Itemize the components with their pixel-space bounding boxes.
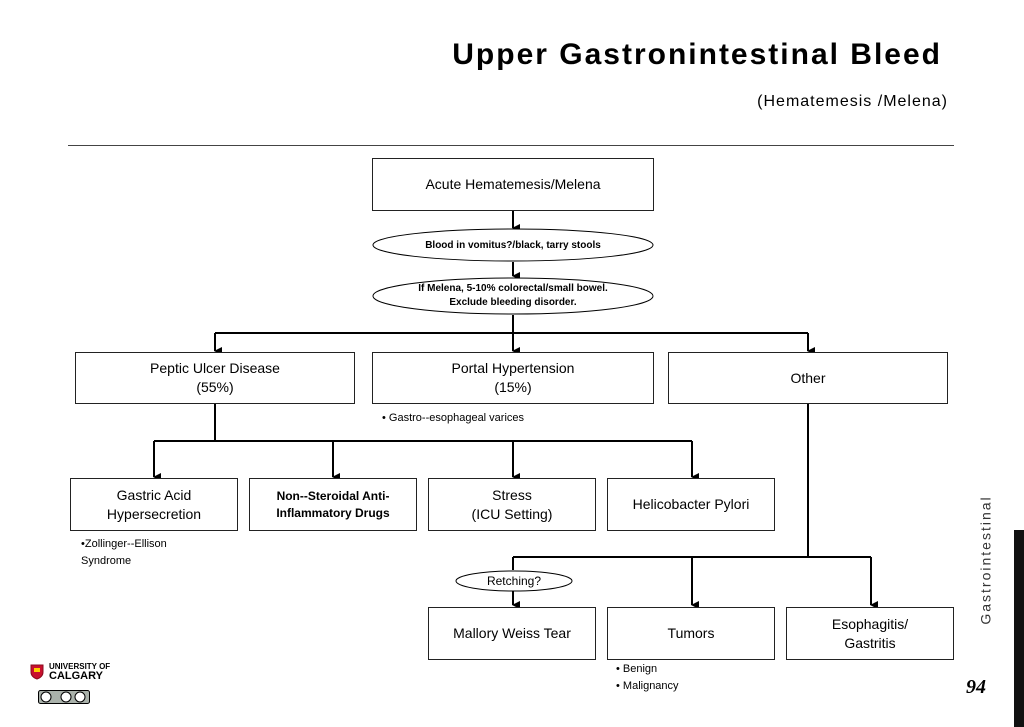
melena-check-line1: If Melena, 5-10% colorectal/small bowel. <box>418 283 608 294</box>
tumors-note-line2: • Malignancy <box>616 680 679 692</box>
mallory-weiss-label: Mallory Weiss Tear <box>453 625 571 642</box>
shield-icon <box>30 664 44 680</box>
nsaid-node: Non--Steroidal Anti- Inflammatory Drugs <box>249 478 417 531</box>
stress-node: Stress (ICU Setting) <box>428 478 596 531</box>
peptic-ulcer-node: Peptic Ulcer Disease (55%) <box>75 352 355 404</box>
oval-shape <box>455 570 573 592</box>
esophagitis-node: Esophagitis/ Gastritis <box>786 607 954 660</box>
stress-line1: Stress <box>492 486 532 503</box>
logo-line1: UNIVERSITY OF <box>49 662 111 671</box>
portal-hypertension-line2: (15%) <box>494 379 532 395</box>
retching-oval: Retching? <box>455 570 573 592</box>
title-divider <box>68 145 954 146</box>
h-pylori-node: Helicobacter Pylori <box>607 478 775 531</box>
root-node: Acute Hematemesis/Melena <box>372 158 654 211</box>
gastric-acid-note-line1: •Zollinger--Ellison <box>81 538 167 550</box>
page-subtitle: (Hematemesis /Melena) <box>757 93 948 110</box>
gastric-acid-node: Gastric Acid Hypersecretion <box>70 478 238 531</box>
esophagitis-line2: Gastritis <box>844 634 896 651</box>
blood-check-oval: Blood in vomitus?/black, tarry stools <box>372 228 654 262</box>
stress-line2: (ICU Setting) <box>471 505 553 522</box>
section-label: Gastrointestinal <box>975 470 997 650</box>
peptic-ulcer-line2: (55%) <box>196 379 234 395</box>
page-number: 94 <box>966 676 986 698</box>
oval-shape <box>372 277 654 315</box>
logo-text: UNIVERSITY OF CALGARY <box>49 662 110 682</box>
gastric-acid-line2: Hypersecretion <box>106 505 202 522</box>
gastric-acid-note-line2: Syndrome <box>81 555 132 567</box>
melena-check-oval: If Melena, 5-10% colorectal/small bowel.… <box>372 277 654 315</box>
tumors-label: Tumors <box>667 625 715 642</box>
portal-hypertension-node: Portal Hypertension (15%) <box>372 352 654 404</box>
logo-line2: CALGARY <box>49 670 103 682</box>
peptic-ulcer-line1: Peptic Ulcer Disease <box>150 360 280 377</box>
section-bar <box>1014 530 1024 727</box>
creative-commons-icon <box>38 690 90 704</box>
nsaid-line1: Non--Steroidal Anti- <box>276 489 390 504</box>
page-title: Upper Gastronintestinal Bleed <box>452 38 942 71</box>
portal-hypertension-note: • Gastro--esophageal varices <box>382 412 525 424</box>
tumors-node: Tumors <box>607 607 775 660</box>
esophagitis-line1: Esophagitis/ <box>831 615 909 632</box>
cc-license-badge <box>38 690 90 709</box>
university-logo: UNIVERSITY OF CALGARY <box>30 662 110 682</box>
other-label: Other <box>790 369 826 386</box>
h-pylori-label: Helicobacter Pylori <box>632 496 750 513</box>
mallory-weiss-node: Mallory Weiss Tear <box>428 607 596 660</box>
tumors-note-line1: • Benign <box>616 663 658 675</box>
oval-shape <box>372 228 654 262</box>
nsaid-line2: Inflammatory Drugs <box>276 505 390 520</box>
retching-label: Retching? <box>486 574 542 588</box>
gastric-acid-line1: Gastric Acid <box>116 486 192 503</box>
portal-hypertension-line1: Portal Hypertension <box>451 360 575 377</box>
melena-check-line2: Exclude bleeding disorder. <box>449 297 577 308</box>
other-node: Other <box>668 352 948 404</box>
gastric-acid-note: •Zollinger--Ellison Syndrome <box>81 536 167 570</box>
section-label-text: Gastrointestinal <box>978 495 994 625</box>
blood-check-label: Blood in vomitus?/black, tarry stools <box>425 239 601 251</box>
root-label: Acute Hematemesis/Melena <box>425 176 601 193</box>
tumors-note: • Benign • Malignancy <box>616 661 679 695</box>
